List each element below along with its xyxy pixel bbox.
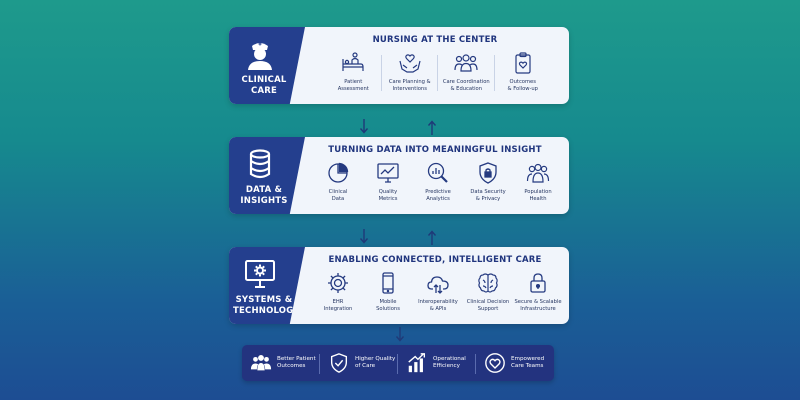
shield-lock-icon bbox=[479, 162, 497, 184]
layer-side-panel: SYSTEMS & TECHNOLOGY bbox=[229, 247, 305, 324]
cloud-sync-icon bbox=[427, 276, 449, 294]
item-care-planning: Care Planning &Interventions bbox=[382, 49, 438, 101]
nurse-icon bbox=[248, 42, 272, 70]
layer-systems-technology: SYSTEMS & TECHNOLOGY ENABLING CONNECTED,… bbox=[229, 247, 569, 324]
gear-icon bbox=[328, 273, 348, 293]
layer-title: TURNING DATA INTO MEANINGFUL INSIGHT bbox=[328, 145, 542, 155]
patients-icon bbox=[250, 355, 272, 371]
item-data-security: Data Security& Privacy bbox=[463, 159, 513, 211]
layer-clinical-care: CLINICAL CARE NURSING AT THE CENTER Pati… bbox=[229, 27, 569, 104]
brain-icon bbox=[478, 273, 498, 293]
divider bbox=[319, 354, 320, 374]
layer-title: NURSING AT THE CENTER bbox=[372, 35, 498, 45]
arrow-down-icon bbox=[359, 119, 369, 134]
growth-chart-icon bbox=[408, 353, 426, 373]
population-icon bbox=[526, 163, 550, 183]
lock-icon bbox=[530, 273, 546, 293]
database-icon bbox=[249, 149, 271, 179]
divider bbox=[493, 55, 495, 91]
patient-bed-icon bbox=[342, 52, 364, 71]
item-care-coordination: Care Coordination& Education bbox=[438, 49, 495, 101]
arrow-up-icon bbox=[427, 230, 437, 245]
item-outcomes: Outcomes& Follow-up bbox=[495, 49, 552, 101]
layer-side-panel: DATA & INSIGHTS bbox=[229, 137, 305, 214]
layer-side-label: SYSTEMS & TECHNOLOGY bbox=[233, 295, 300, 316]
divider bbox=[437, 55, 438, 91]
magnifier-chart-icon bbox=[427, 162, 448, 183]
smartphone-icon bbox=[382, 272, 394, 294]
team-icon bbox=[454, 54, 478, 72]
clipboard-heart-icon bbox=[515, 52, 531, 74]
item-interoperability: Interoperability& APIs bbox=[413, 269, 463, 321]
layer-side-label: DATA & INSIGHTS bbox=[240, 185, 288, 206]
layer-title: ENABLING CONNECTED, INTELLIGENT CARE bbox=[328, 255, 542, 265]
layer-side-label: CLINICAL CARE bbox=[241, 75, 287, 96]
divider bbox=[397, 354, 398, 374]
layer-side-panel: CLINICAL CARE bbox=[229, 27, 305, 104]
arrow-up-icon bbox=[427, 120, 437, 135]
arrow-down-icon bbox=[395, 327, 405, 342]
hands-heart-icon bbox=[399, 54, 421, 73]
heart-circle-icon bbox=[485, 353, 505, 373]
layer-data-insights: DATA & INSIGHTS TURNING DATA INTO MEANIN… bbox=[229, 137, 569, 214]
shield-check-icon bbox=[330, 353, 348, 373]
divider bbox=[380, 55, 382, 91]
pie-chart-icon bbox=[328, 162, 349, 183]
divider bbox=[475, 354, 476, 374]
monitor-gear-icon bbox=[245, 260, 275, 288]
monitor-chart-icon bbox=[377, 163, 399, 183]
arrow-down-icon bbox=[359, 229, 369, 244]
